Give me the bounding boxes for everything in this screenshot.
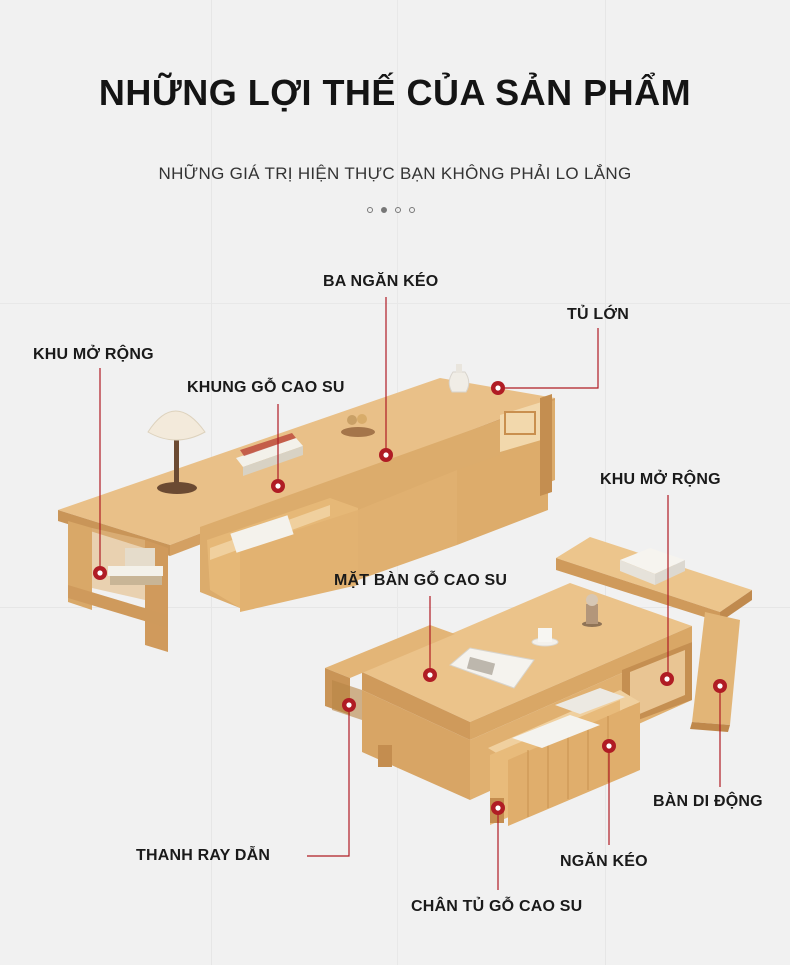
carousel-dot-3[interactable] bbox=[395, 207, 401, 213]
callout-ngan-keo: NGĂN KÉO bbox=[560, 853, 648, 870]
marker-khung-go-cao-su bbox=[271, 479, 285, 493]
callout-khu-mo-rong-1: KHU MỞ RỘNG bbox=[33, 346, 154, 363]
carousel-dot-4[interactable] bbox=[409, 207, 415, 213]
carousel-indicator bbox=[367, 207, 415, 213]
callout-khu-mo-rong-2: KHU MỞ RỘNG bbox=[600, 471, 721, 488]
callout-ba-ngan-keo: BA NGĂN KÉO bbox=[323, 273, 439, 290]
marker-ban-di-dong bbox=[713, 679, 727, 693]
marker-thanh-ray-dan bbox=[342, 698, 356, 712]
marker-ngan-keo bbox=[602, 739, 616, 753]
coffee-table bbox=[325, 537, 752, 826]
callout-thanh-ray-dan: THANH RAY DẪN bbox=[136, 847, 271, 864]
callout-chan-tu-go-cao-su: CHÂN TỦ GỖ CAO SU bbox=[411, 898, 583, 915]
carousel-dot-2[interactable] bbox=[381, 207, 387, 213]
callout-ban-di-dong: BÀN DI ĐỘNG bbox=[653, 793, 763, 810]
callout-mat-ban-go-cao-su: MẶT BÀN GỖ CAO SU bbox=[334, 572, 508, 589]
callout-tu-lon: TỦ LỚN bbox=[567, 306, 629, 323]
page-title: NHỮNG LỢI THẾ CỦA SẢN PHẨM bbox=[98, 72, 692, 113]
marker-khu-mo-rong-1 bbox=[93, 566, 107, 580]
callout-markers bbox=[93, 381, 727, 815]
tv-cabinet bbox=[58, 364, 555, 652]
page-subtitle: NHỮNG GIÁ TRỊ HIỆN THỰC BẠN KHÔNG PHẢI L… bbox=[158, 164, 632, 183]
marker-tu-lon bbox=[491, 381, 505, 395]
marker-chan-tu-go-cao-su bbox=[491, 801, 505, 815]
marker-mat-ban-go-cao-su bbox=[423, 668, 437, 682]
marker-khu-mo-rong-2 bbox=[660, 672, 674, 686]
marker-ba-ngan-keo bbox=[379, 448, 393, 462]
callout-khung-go-cao-su: KHUNG GỖ CAO SU bbox=[187, 379, 345, 396]
leader-lines bbox=[99, 297, 721, 890]
carousel-dot-1[interactable] bbox=[367, 207, 373, 213]
